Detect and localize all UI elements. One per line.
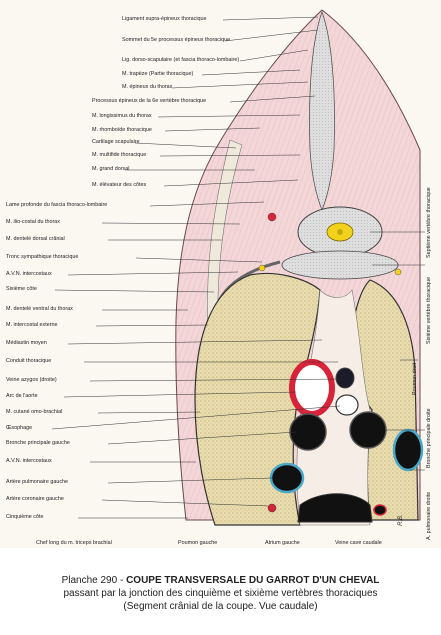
label-left-main-bronchus: Bronche principale gauche bbox=[6, 440, 70, 446]
label-dorsoscapular-ligament: Lig. dorso-scapulaire (et fascia thoraco… bbox=[122, 57, 240, 63]
left-atrium bbox=[297, 493, 373, 523]
label-supraspinous-ligament: Ligament supra-épineux thoracique bbox=[122, 16, 207, 22]
leader-lines-left bbox=[51, 16, 343, 519]
label-serratus-dorsal: M. dentelé dorsal crânial bbox=[6, 236, 65, 242]
caudal-vena-cava bbox=[373, 504, 387, 516]
label-serratus-ventral: M. dentelé ventral du thorax bbox=[6, 306, 73, 312]
leader-lines-right bbox=[370, 231, 425, 471]
label-seventh-thoracic-vertebra: Septième vertèbre thoracique bbox=[426, 187, 432, 258]
artist-initials: R.B. bbox=[397, 514, 404, 526]
label-caudal-vena-cava: Veine cave caudale bbox=[335, 540, 382, 546]
intercostal-vessel bbox=[394, 268, 402, 276]
label-sixth-spinous-process: Processus épineux de la 6e vertèbre thor… bbox=[92, 98, 207, 104]
left-bronchus bbox=[289, 413, 327, 451]
label-left-lung: Poumon gauche bbox=[178, 540, 218, 546]
right-bronchus bbox=[349, 411, 387, 449]
anatomical-plate: Ligament supra-épineux thoracique Sommet… bbox=[0, 0, 441, 548]
coronary-artery bbox=[267, 503, 277, 513]
cross-section-drawing bbox=[51, 9, 425, 526]
label-triceps-long-head: Chef long du m. triceps brachial bbox=[36, 540, 112, 546]
label-thoracolumbar-fascia: Lame profonde du fascia thoraco-lombaire bbox=[6, 202, 108, 208]
caption-line-2: passant par la jonction des cinquième et… bbox=[63, 588, 378, 599]
label-right-main-bronchus: Bronche principale droite bbox=[426, 408, 432, 468]
label-left-coronary-artery: Artère coronaire gauche bbox=[6, 496, 64, 502]
label-latissimus: M. grand dorsal bbox=[92, 166, 130, 172]
label-intercostal-avn-upper: A.V.N. intercostaux bbox=[6, 271, 52, 277]
label-intercostal-avn-lower: A.V.N. intercostaux bbox=[6, 458, 52, 464]
caption-line-1: Planche 290 - COUPE TRANSVERSALE DU GARR… bbox=[0, 574, 441, 587]
label-right-lung: Poumon droit bbox=[412, 362, 418, 395]
azygos-vein bbox=[335, 367, 355, 389]
label-left-pulmonary-artery: Artère pulmonaire gauche bbox=[6, 479, 69, 485]
label-cutaneous-omobrachial: M. cutané omo-brachial bbox=[6, 409, 63, 415]
label-thoracic-duct: Conduit thoracique bbox=[6, 358, 52, 364]
intercostal-vessel bbox=[258, 264, 266, 272]
label-fifth-spinous-apex: Sommet du 5e processus épineux thoraciqu… bbox=[122, 37, 231, 43]
label-rhomboid: M. rhomboïde thoracique bbox=[92, 127, 152, 133]
label-spinalis: M. épineux du thorax bbox=[122, 84, 173, 90]
label-levatores-costarum: M. élévateur des côtes bbox=[92, 182, 147, 188]
left-pulmonary-artery bbox=[269, 462, 305, 494]
aortic-arch bbox=[289, 359, 335, 417]
caption-line-3: (Segment crânial de la coupe. Vue caudal… bbox=[123, 601, 318, 612]
label-external-intercostal: M. intercostal externe bbox=[6, 322, 58, 328]
label-iliocostalis: M. ilio-costal du thorax bbox=[6, 219, 60, 225]
label-oesophagus: Œsophage bbox=[6, 425, 33, 431]
caption-title: COUPE TRANSVERSALE DU GARROT D'UN CHEVAL bbox=[126, 575, 380, 586]
label-azygos-vein: Veine azygos (droite) bbox=[6, 377, 57, 383]
label-right-pulmonary-artery: A. pulmonaire droite bbox=[426, 491, 432, 540]
label-sympathetic-trunk: Tronc sympathique thoracique bbox=[6, 254, 79, 260]
caption-plate-number: Planche 290 - bbox=[61, 575, 127, 586]
plate-caption: Planche 290 - COUPE TRANSVERSALE DU GARR… bbox=[0, 574, 441, 613]
label-sixth-thoracic-vertebra: Sixième vertèbre thoracique bbox=[426, 276, 432, 344]
oesophagus bbox=[335, 394, 359, 416]
spinal-canal-center bbox=[337, 229, 343, 235]
right-pulmonary-artery bbox=[392, 428, 424, 472]
label-scapular-cartilage: Cartilage scapulaire bbox=[92, 139, 140, 145]
label-aortic-arch: Arc de l'aorte bbox=[6, 393, 38, 399]
label-longissimus: M. longissimus du thorax bbox=[92, 113, 152, 119]
label-sixth-rib: Sixième côte bbox=[6, 286, 37, 292]
label-middle-mediastinum: Médiastin moyen bbox=[6, 340, 47, 346]
label-trapezius: M. trapèze (Partie thoracique) bbox=[122, 71, 194, 77]
label-left-atrium: Atrium gauche bbox=[265, 540, 300, 546]
label-fifth-rib: Cinquième côte bbox=[6, 514, 44, 520]
label-multifidus: M. multifide thoracique bbox=[92, 152, 147, 158]
intercostal-vessel bbox=[267, 212, 277, 222]
